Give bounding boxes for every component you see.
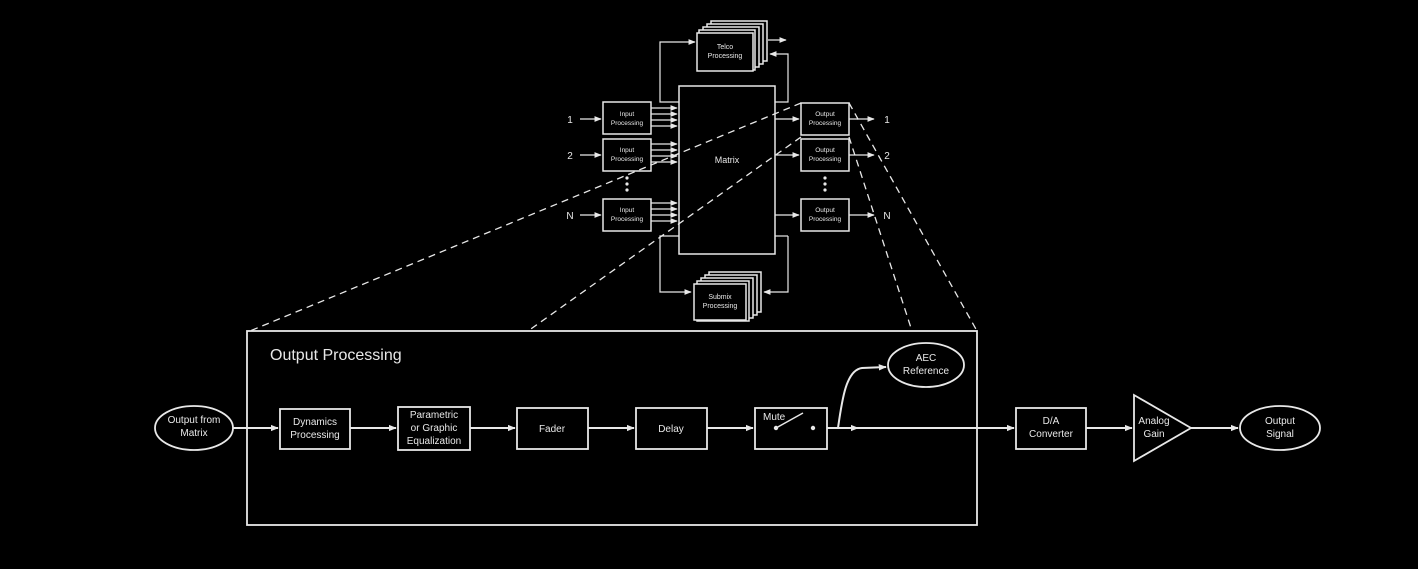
output-2-label-line1: Output [815,147,835,154]
output-signal-node: Output Signal [1239,405,1321,451]
input-channel-2-label: 2 [567,151,573,162]
output-1-label-line2: Processing [809,120,842,127]
input-1-label-line2: Processing [611,120,644,127]
matrix-submix-left [659,235,692,295]
input-n-label-line1: Input [620,207,635,214]
submix-label-line1: Submix [708,294,732,301]
input-channel-n-label: N [566,211,573,222]
aec-branch-arrow [837,364,887,429]
gain-label-line2: Gain [1143,429,1164,440]
output-channel-n-label: N [883,211,890,222]
input-channel-1-label: 1 [567,115,573,126]
input-2-label-line1: Input [620,147,635,154]
da-converter-block: D/A Converter [1015,407,1087,450]
mute-block: Mute [754,407,828,450]
input-n-label-line2: Processing [611,216,644,223]
aec-label-line1: AEC [916,353,937,364]
output-processing-n: Output Processing [800,198,850,232]
mute-switch-lever-icon [775,412,804,429]
output-processing-detail: Output Processing Output from Matrix Dyn… [154,330,1321,526]
telco-feed-line [659,39,696,86]
output-from-matrix-node: Output from Matrix [154,405,234,451]
submix-label-line2: Processing [703,303,738,310]
eq-label-line2: or Graphic [411,423,458,434]
da-label-line2: Converter [1029,429,1074,440]
output-signal-label-line2: Signal [1266,429,1294,440]
input-processing-1: Input Processing [602,101,652,135]
telco-label-line2: Processing [708,53,743,60]
eq-label-line3: Equalization [407,436,461,447]
output-channel-1-label: 1 [884,115,890,126]
source-label-line1: Output from [168,415,221,426]
mute-switch-contact-icon [810,425,816,431]
output-processing-2: Output Processing [800,138,850,172]
input-to-matrix-arrows [651,105,678,224]
output-1-label-line1: Output [815,111,835,118]
aec-label-line2: Reference [903,366,950,377]
delay-label: Delay [658,424,684,435]
source-label-line2: Matrix [180,428,207,439]
matrix-submix-right [763,236,789,295]
analog-gain-amplifier: Analog Gain [1133,393,1193,463]
eq-label-line1: Parametric [410,410,458,421]
telco-return-line [769,51,789,86]
output-ellipsis-dot [823,176,827,180]
output-channel-2-label: 2 [884,151,890,162]
output-n-label-line2: Processing [809,216,842,223]
submix-processing-block: Submix Processing [693,271,762,322]
dynamics-label-line2: Processing [290,430,339,441]
aec-reference-node: AEC Reference [887,342,965,388]
da-label-line1: D/A [1043,416,1060,427]
fader-label: Fader [539,424,566,435]
dynamics-label-line1: Dynamics [293,417,337,428]
mute-label: Mute [763,412,786,423]
input-1-label-line1: Input [620,111,635,118]
output-2-label-line2: Processing [809,156,842,163]
fader-block: Fader [516,407,589,450]
input-2-label-line2: Processing [611,156,644,163]
output-ellipsis-dot [823,182,827,186]
input-ellipsis-dot [625,188,629,192]
gain-label-line1: Analog [1138,416,1169,427]
input-processing-2: Input Processing [602,138,652,172]
equalization-block: Parametric or Graphic Equalization [397,406,471,451]
matrix-block [678,85,776,255]
input-ellipsis-dot [625,176,629,180]
zoom-callout-lines [249,102,978,332]
output-processing-title: Output Processing [270,347,402,364]
delay-block: Delay [635,407,708,450]
telco-label-line1: Telco [717,44,733,51]
matrix-label: Matrix [715,155,740,165]
overview-diagram: Telco Processing Matrix Submix Processin… [566,20,891,322]
output-processing-1: Output Processing [800,102,850,136]
output-ellipsis-dot [823,188,827,192]
input-processing-n: Input Processing [602,198,652,232]
input-ellipsis-dot [625,182,629,186]
telco-processing-block: Telco Processing [696,20,768,72]
matrix-telco-left [659,86,679,103]
dynamics-processing-block: Dynamics Processing [279,408,351,450]
output-signal-label-line1: Output [1265,416,1295,427]
matrix-telco-right [775,86,789,103]
output-n-label-line1: Output [815,207,835,214]
